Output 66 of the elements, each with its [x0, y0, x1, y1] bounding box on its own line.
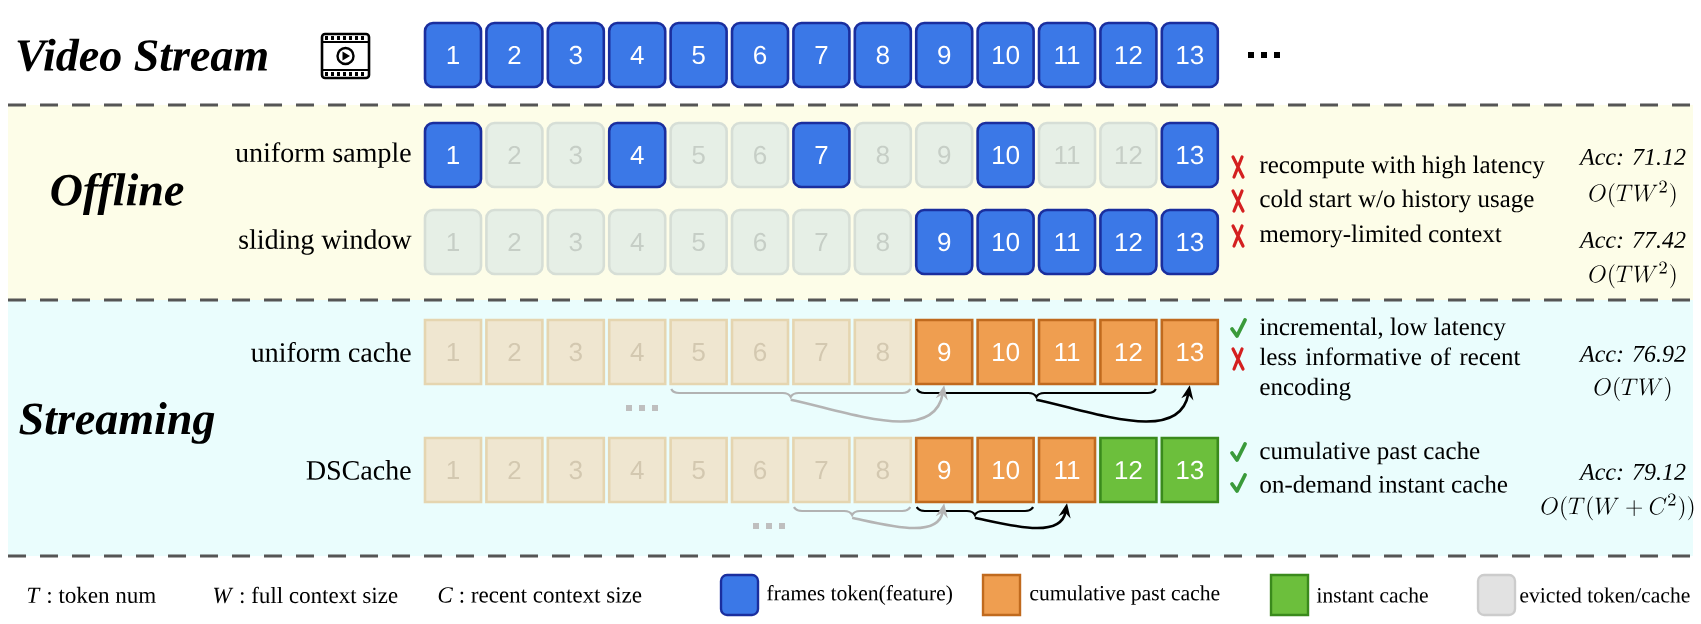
token-box: 11: [1037, 208, 1097, 276]
note-text: cumulative past cache: [1260, 441, 1480, 465]
note-text: recompute with high latency: [1259, 155, 1545, 179]
token-box: 11: [1037, 318, 1097, 386]
token-box: 9: [914, 208, 974, 276]
token-box: 10: [976, 121, 1035, 189]
note-text: cold start w/o history usage: [1260, 189, 1534, 213]
token-box: 12: [1099, 21, 1158, 89]
token-box: 6: [730, 21, 790, 89]
brace: [793, 506, 912, 517]
token-box: 8: [853, 21, 913, 89]
token-box: 7: [792, 21, 851, 89]
accuracy-value: Acc: 71.12: [1578, 148, 1686, 166]
row-label: sliding window: [239, 229, 412, 255]
row-label: uniform cache: [251, 342, 411, 362]
token-box: 12: [1099, 436, 1158, 504]
token-box: 10: [976, 318, 1035, 386]
legend-label: evicted token/cache: [1520, 587, 1690, 603]
legend-label: cumulative past cache: [1030, 585, 1220, 605]
complexity-formula: $O(T(W+C^2))$: [1541, 493, 1694, 521]
token-box: 1: [423, 121, 483, 189]
token-box: 10: [976, 436, 1035, 504]
complexity-formula: $O(TW^2)$: [1589, 180, 1676, 208]
legend-note: C : recent context size: [438, 587, 642, 603]
token-box: 3: [546, 21, 606, 89]
token-box: 9: [914, 318, 974, 386]
note-text: memory-limited context: [1259, 224, 1502, 248]
accuracy-value: Acc: 79.12: [1578, 463, 1686, 481]
token-box: 11: [1037, 21, 1097, 89]
accuracy-value: Acc: 76.92: [1578, 345, 1686, 363]
token-box: 13: [1160, 121, 1220, 189]
row-label: uniform sample: [235, 142, 411, 168]
brace: [915, 506, 1034, 517]
complexity-formula: $O(TW)$: [1594, 377, 1671, 401]
section-title: Streaming: [19, 402, 215, 444]
token-box: 4: [607, 121, 667, 189]
legend-note: W : full context size: [213, 586, 398, 604]
accuracy-value: Acc: 77.42: [1578, 231, 1686, 249]
note-text: less informative of recent encoding: [1259, 347, 1521, 401]
token-box: 11: [1037, 436, 1097, 504]
token-box: 1: [423, 21, 483, 89]
token-box: 13: [1160, 208, 1220, 276]
note-text: on-demand instant cache: [1260, 475, 1508, 493]
token-box: 7: [792, 121, 851, 189]
row-label: DSCache: [306, 460, 411, 480]
token-box: 5: [669, 21, 728, 89]
legend-label: frames token(feature): [767, 585, 952, 605]
token-box: 9: [914, 436, 974, 504]
complexity-formula: $O(TW^2)$: [1589, 261, 1676, 289]
legend-note: T : token num: [27, 586, 156, 604]
token-box: 2: [485, 21, 544, 89]
brace: [915, 388, 1157, 399]
legend-label: instant cache: [1316, 587, 1428, 603]
note-text: incremental, low latency: [1259, 317, 1506, 341]
token-box: 12: [1099, 318, 1158, 386]
token-box: 10: [976, 21, 1035, 89]
token-box: 9: [914, 21, 974, 89]
token-box: 13: [1160, 436, 1220, 504]
brace: [670, 388, 912, 399]
section-title: Offline: [51, 172, 184, 216]
token-box: 13: [1160, 21, 1220, 89]
section-title: Video Stream: [17, 38, 267, 72]
token-box: 4: [607, 21, 667, 89]
token-box: 12: [1099, 208, 1158, 276]
token-box: 13: [1160, 318, 1220, 386]
token-box: 10: [976, 208, 1035, 276]
